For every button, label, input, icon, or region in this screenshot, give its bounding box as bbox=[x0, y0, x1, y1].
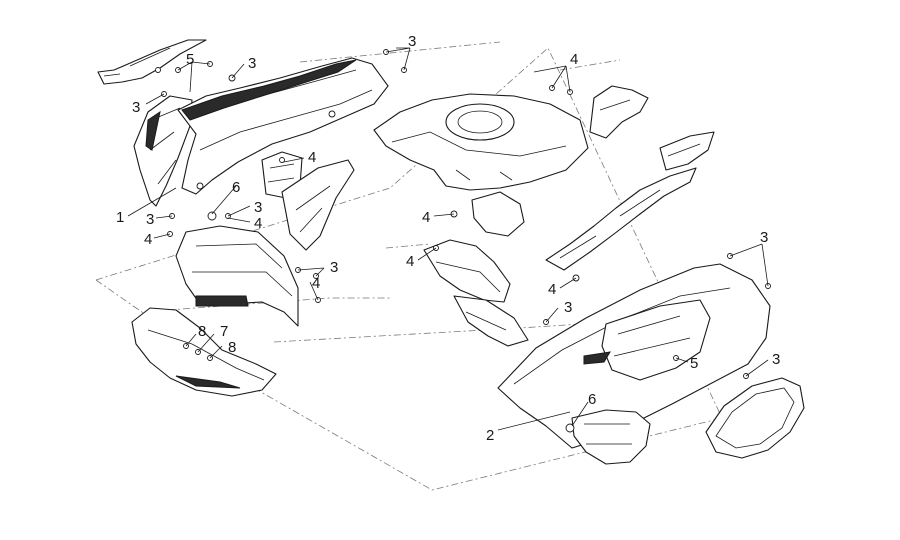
callout-4: 4 bbox=[548, 281, 556, 298]
tank-cover bbox=[373, 93, 589, 191]
callout-5: 5 bbox=[690, 355, 698, 372]
callout-3: 3 bbox=[248, 55, 256, 72]
callout-leader-lines bbox=[127, 47, 769, 431]
windscreen bbox=[175, 225, 299, 327]
upper-side-panel bbox=[281, 159, 355, 251]
callout-3: 3 bbox=[132, 99, 140, 116]
inner-mount-frame bbox=[423, 191, 529, 347]
callout-3: 3 bbox=[564, 299, 572, 316]
right-side-bracket bbox=[545, 167, 697, 271]
callout-4: 4 bbox=[144, 231, 152, 248]
callout-7: 7 bbox=[220, 323, 228, 340]
callout-4: 4 bbox=[308, 149, 316, 166]
main-upper-fairing bbox=[177, 57, 389, 195]
callout-3: 3 bbox=[408, 33, 416, 50]
callout-4: 4 bbox=[312, 275, 320, 292]
callout-1: 1 bbox=[116, 209, 124, 226]
callout-4: 4 bbox=[570, 51, 578, 68]
callout-3: 3 bbox=[330, 259, 338, 276]
callout-2: 2 bbox=[486, 427, 494, 444]
upper-fairing-bracket bbox=[97, 39, 207, 85]
callout-3: 3 bbox=[760, 229, 768, 246]
screw-icon bbox=[279, 157, 285, 163]
right-side-fairing bbox=[497, 263, 771, 449]
callout-4: 4 bbox=[422, 209, 430, 226]
callout-3: 3 bbox=[254, 199, 262, 216]
right-upper-bracket bbox=[589, 85, 715, 171]
callout-3: 3 bbox=[146, 211, 154, 228]
lower-fairing-insert bbox=[571, 409, 651, 465]
callout-6: 6 bbox=[588, 391, 596, 408]
callout-3: 3 bbox=[772, 351, 780, 368]
callout-8: 8 bbox=[228, 339, 236, 356]
left-headlight-panel bbox=[133, 95, 193, 207]
screw-icon bbox=[207, 211, 217, 221]
callout-4: 4 bbox=[254, 215, 262, 232]
callout-6: 6 bbox=[232, 179, 240, 196]
callout-labels: 1 2 3 3 3 3 3 3 3 3 3 4 4 4 4 4 4 4 4 5 … bbox=[116, 33, 780, 444]
callout-5: 5 bbox=[186, 51, 194, 68]
front-nose-headlight bbox=[131, 307, 277, 397]
side-panel-trim-frame bbox=[705, 377, 805, 459]
callout-8: 8 bbox=[198, 323, 206, 340]
callout-4: 4 bbox=[406, 253, 414, 270]
